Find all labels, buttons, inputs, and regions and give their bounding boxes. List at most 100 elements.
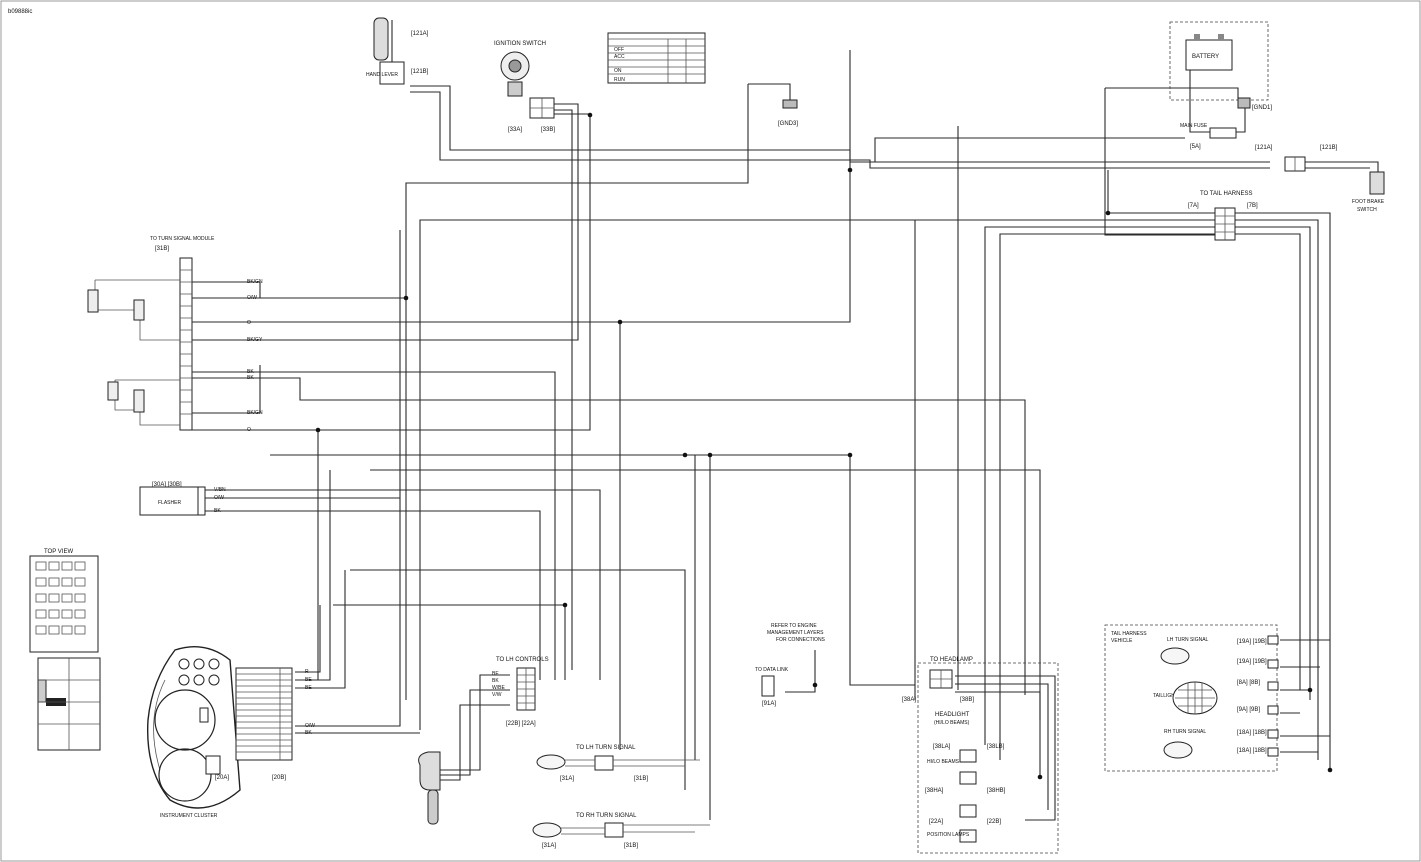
svg-text:[38HB]: [38HB] [987,788,1006,794]
ignition-switch: IGNITION SWITCH [33A] [33B] [494,41,555,133]
wires [205,50,1379,821]
svg-text:W/BE: W/BE [492,685,505,691]
svg-text:[30A] [30B]: [30A] [30B] [152,482,182,488]
svg-text:[33B]: [33B] [541,127,555,133]
rh-turn-signal: TO RH TURN SIGNAL [31A] [31B] [532,813,710,849]
svg-text:BK/GN: BK/GN [247,279,263,285]
svg-text:BK: BK [492,678,499,684]
splice-points [315,112,1333,780]
lh-controls: TO LH CONTROLS BE BK W/BE V/W [22B] [22A… [492,657,549,727]
svg-text:BE: BE [305,685,312,691]
svg-text:TOP VIEW: TOP VIEW [44,549,73,555]
lh-turn-signal: TO LH TURN SIGNAL [31A] [31B] [536,745,700,782]
svg-text:[38LB]: [38LB] [987,744,1005,750]
svg-text:MANAGEMENT LAYERS: MANAGEMENT LAYERS [767,630,824,636]
battery: BATTERY [GND1] MAIN FUSE [5A] [1169,21,1272,150]
connector-top-view: TOP VIEW [29,549,99,653]
svg-text:[9A] [9B]: [9A] [9B] [1237,707,1260,713]
svg-text:RH TURN SIGNAL: RH TURN SIGNAL [1164,729,1206,735]
svg-text:R: R [305,669,309,675]
svg-text:V/BN: V/BN [214,487,226,493]
svg-text:[19A] [19B]: [19A] [19B] [1237,639,1267,645]
svg-text:FOOT BRAKE: FOOT BRAKE [1352,199,1385,205]
svg-text:BK: BK [247,369,254,375]
svg-text:[5A]: [5A] [1190,144,1201,150]
svg-text:BK: BK [305,730,312,736]
svg-text:TO LH CONTROLS: TO LH CONTROLS [496,657,549,663]
figure-id: b09888ic [8,9,32,15]
switch-position-table: OFF ACC ON RUN [607,32,706,84]
svg-text:IGNITION SWITCH: IGNITION SWITCH [494,41,546,47]
svg-text:BK/GN: BK/GN [247,410,263,416]
svg-text:[GND1]: [GND1] [1252,105,1272,111]
svg-text:TO TAIL HARNESS: TO TAIL HARNESS [1200,191,1252,197]
svg-text:[7A]: [7A] [1188,203,1199,209]
svg-text:(HI/LO BEAMS): (HI/LO BEAMS) [934,720,970,726]
conn-121b-top: [121B] [411,69,429,75]
svg-text:[GND3]: [GND3] [778,121,798,127]
svg-text:[18A] [18B]: [18A] [18B] [1237,730,1267,736]
svg-text:[38A]: [38A] [902,697,916,703]
svg-text:HEADLIGHT: HEADLIGHT [935,712,970,718]
svg-text:V/W: V/W [492,692,502,698]
svg-text:FLASHER: FLASHER [158,500,181,506]
svg-text:TO LH TURN SIGNAL: TO LH TURN SIGNAL [576,745,636,751]
turn-signal-module: TO TURN SIGNAL MODULE [31B] BK/GN O/W O … [87,236,263,433]
svg-text:O: O [247,427,251,433]
svg-text:BK: BK [214,508,221,514]
svg-text:TAILLIGHT: TAILLIGHT [1153,693,1178,699]
svg-text:O/W: O/W [214,495,224,501]
svg-text:[91A]: [91A] [762,701,776,707]
svg-text:[38HA]: [38HA] [925,788,944,794]
svg-text:FOR CONNECTIONS: FOR CONNECTIONS [776,637,826,643]
svg-text:ACC: ACC [614,54,625,60]
svg-text:BATTERY: BATTERY [1192,54,1219,60]
svg-text:[22B]: [22B] [987,819,1001,825]
svg-text:[20B]: [20B] [272,775,286,781]
svg-text:TO DATA LINK: TO DATA LINK [755,667,789,673]
svg-text:BK/GY: BK/GY [247,337,263,343]
svg-text:SWITCH: SWITCH [1357,207,1377,213]
svg-text:O: O [247,320,251,326]
svg-text:O/W: O/W [247,295,257,301]
svg-text:[22A]: [22A] [929,819,943,825]
svg-text:OFF: OFF [614,47,624,53]
svg-text:O/W: O/W [305,723,315,729]
svg-text:[38LA]: [38LA] [933,744,951,750]
svg-text:[31B]: [31B] [155,246,169,252]
lh-handlebar-grip [418,751,441,825]
svg-text:INSTRUMENT CLUSTER: INSTRUMENT CLUSTER [160,813,218,819]
svg-text:REFER TO ENGINE: REFER TO ENGINE [771,623,817,629]
svg-text:TAIL HARNESS: TAIL HARNESS [1111,631,1147,637]
svg-text:TO HEADLAMP: TO HEADLAMP [930,657,973,663]
svg-text:LH TURN SIGNAL: LH TURN SIGNAL [1167,637,1209,643]
conn-121a-top: [121A] [411,31,429,37]
svg-text:[121A]: [121A] [1255,145,1273,151]
svg-text:[38B]: [38B] [960,697,974,703]
svg-text:RUN: RUN [614,77,625,83]
svg-text:[31B]: [31B] [624,843,638,849]
svg-text:BE: BE [305,677,312,683]
flasher: [30A] [30B] FLASHER V/BN O/W BK [139,482,226,516]
svg-text:TO TURN SIGNAL MODULE: TO TURN SIGNAL MODULE [150,236,215,242]
svg-text:[121B]: [121B] [1320,145,1338,151]
tail-harness-connector: TO TAIL HARNESS [7A] [7B] [1188,191,1258,241]
svg-text:[31A]: [31A] [542,843,556,849]
svg-text:[31B]: [31B] [634,776,648,782]
svg-text:HI/LO BEAMS: HI/LO BEAMS [927,759,960,765]
svg-text:ON: ON [614,68,622,74]
svg-text:[20A]: [20A] [215,775,229,781]
svg-text:VEHICLE: VEHICLE [1111,638,1133,644]
headlamp: TO HEADLAMP [38A] [38B] HEADLIGHT (HI/LO… [902,657,1059,854]
tail-harness: TAIL HARNESS VEHICLE LH TURN SIGNAL [19A… [1104,624,1279,772]
svg-text:POSITION LAMPS: POSITION LAMPS [927,832,970,838]
indicator-legend [37,657,101,751]
ground-g5: [GND3] [778,99,798,127]
svg-text:BE: BE [492,671,499,677]
svg-text:MAIN FUSE: MAIN FUSE [1180,123,1208,129]
svg-text:[18A] [18B]: [18A] [18B] [1237,748,1267,754]
svg-text:BK: BK [247,375,254,381]
